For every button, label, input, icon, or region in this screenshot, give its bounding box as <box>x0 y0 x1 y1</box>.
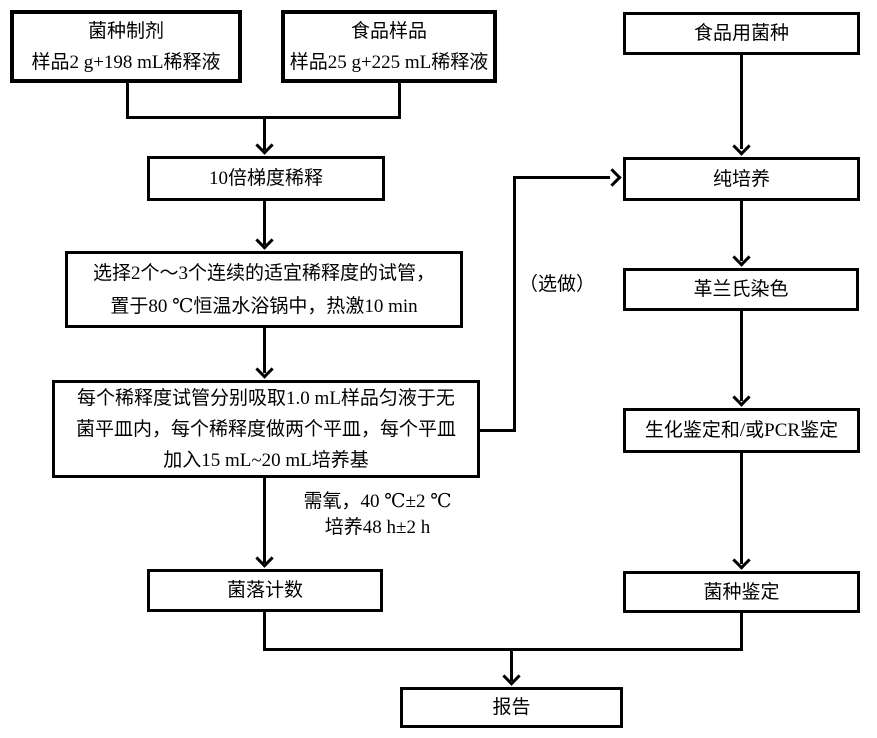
annotation-incubation-conditions: 需氧，40 ℃±2 ℃ 培养48 h±2 h <box>280 489 475 541</box>
arrow-select-to-plating <box>263 328 266 373</box>
arrowhead-down-icon <box>255 549 274 568</box>
arrowhead-down-icon <box>255 360 274 379</box>
arrow-plating-to-count <box>263 478 266 563</box>
node-text: 选择2个～3个连续的适宜稀释度的试管， <box>92 262 435 284</box>
node-plating: 每个稀释度试管分别吸取1.0 mL样品匀液于无 菌平皿内，每个稀释度做两个平皿，… <box>52 380 480 478</box>
annotation-text: （选做） <box>519 274 596 295</box>
node-food-sample: 食品样品 样品25 g+225 mL稀释液 <box>281 10 497 83</box>
node-select-tubes-heat-shock: 选择2个～3个连续的适宜稀释度的试管， 置于80 ℃恒温水浴锅中，热激10 mi… <box>65 251 463 328</box>
node-text: 菌种制剂 <box>87 20 164 42</box>
arrow-gram-to-pcr <box>740 311 743 401</box>
node-text: 菌平皿内，每个稀释度做两个平皿，每个平皿 <box>75 418 456 440</box>
annotation-optional: （选做） <box>519 272 595 298</box>
arrowhead-down-icon <box>732 248 751 267</box>
arrowhead-down-icon <box>732 551 751 570</box>
arrow-pure-to-gram <box>740 201 743 261</box>
connector-optional-bottom <box>480 429 516 432</box>
arrowhead-down-icon <box>732 137 751 156</box>
arrow-pcr-to-ident <box>740 453 743 564</box>
node-biochem-pcr-identification: 生化鉴定和/或PCR鉴定 <box>623 408 860 453</box>
node-text: 纯培养 <box>712 168 770 190</box>
arrow-optional-to-pure-culture <box>513 176 610 179</box>
arrowhead-down-icon <box>732 388 751 407</box>
arrowhead-down-icon <box>255 231 274 250</box>
annotation-text: 培养48 h±2 h <box>324 517 431 538</box>
node-text: 食品样品 <box>350 20 427 42</box>
connector-ident-down <box>740 613 743 651</box>
node-food-culture-strain: 食品用菌种 <box>623 12 860 55</box>
arrowhead-down-icon <box>255 136 274 155</box>
node-text: 食品用菌种 <box>693 23 789 44</box>
annotation-text: 需氧，40 ℃±2 ℃ <box>303 491 452 512</box>
node-text: 菌种鉴定 <box>703 581 780 603</box>
node-text: 生化鉴定和/或PCR鉴定 <box>644 420 839 441</box>
node-report: 报告 <box>400 687 623 728</box>
node-serial-dilution: 10倍梯度稀释 <box>147 156 385 201</box>
arrow-culture-to-pure <box>740 55 743 149</box>
arrow-merge-to-dilution <box>263 117 266 150</box>
node-text: 加入15 mL~20 mL培养基 <box>163 449 369 471</box>
node-text: 革兰氏染色 <box>693 279 789 300</box>
node-seed-preparation: 菌种制剂 样品2 g+198 mL稀释液 <box>10 10 242 83</box>
node-colony-count: 菌落计数 <box>147 569 383 612</box>
node-strain-identification: 菌种鉴定 <box>623 571 860 613</box>
connector-bottom-merge <box>263 648 743 651</box>
node-text: 报告 <box>492 697 531 718</box>
node-text: 菌落计数 <box>226 580 303 601</box>
node-text: 样品2 g+198 mL稀释液 <box>31 51 221 73</box>
arrowhead-right-icon <box>603 168 622 187</box>
connector-optional-vertical <box>513 176 516 432</box>
node-pure-culture: 纯培养 <box>623 157 860 201</box>
arrow-merge-to-report <box>510 648 513 681</box>
node-text: 置于80 ℃恒温水浴锅中，热激10 min <box>110 295 418 317</box>
node-text: 每个稀释度试管分别吸取1.0 mL样品匀液于无 <box>77 387 455 409</box>
node-text: 10倍梯度稀释 <box>208 168 323 189</box>
connector-food-sample-down <box>398 83 401 119</box>
arrow-dilution-to-select <box>263 201 266 245</box>
connector-seed-prep-down <box>126 83 129 119</box>
connector-count-down <box>263 612 266 651</box>
arrowhead-down-icon <box>502 667 521 686</box>
node-gram-stain: 革兰氏染色 <box>623 268 859 311</box>
node-text: 样品25 g+225 mL稀释液 <box>289 51 489 73</box>
